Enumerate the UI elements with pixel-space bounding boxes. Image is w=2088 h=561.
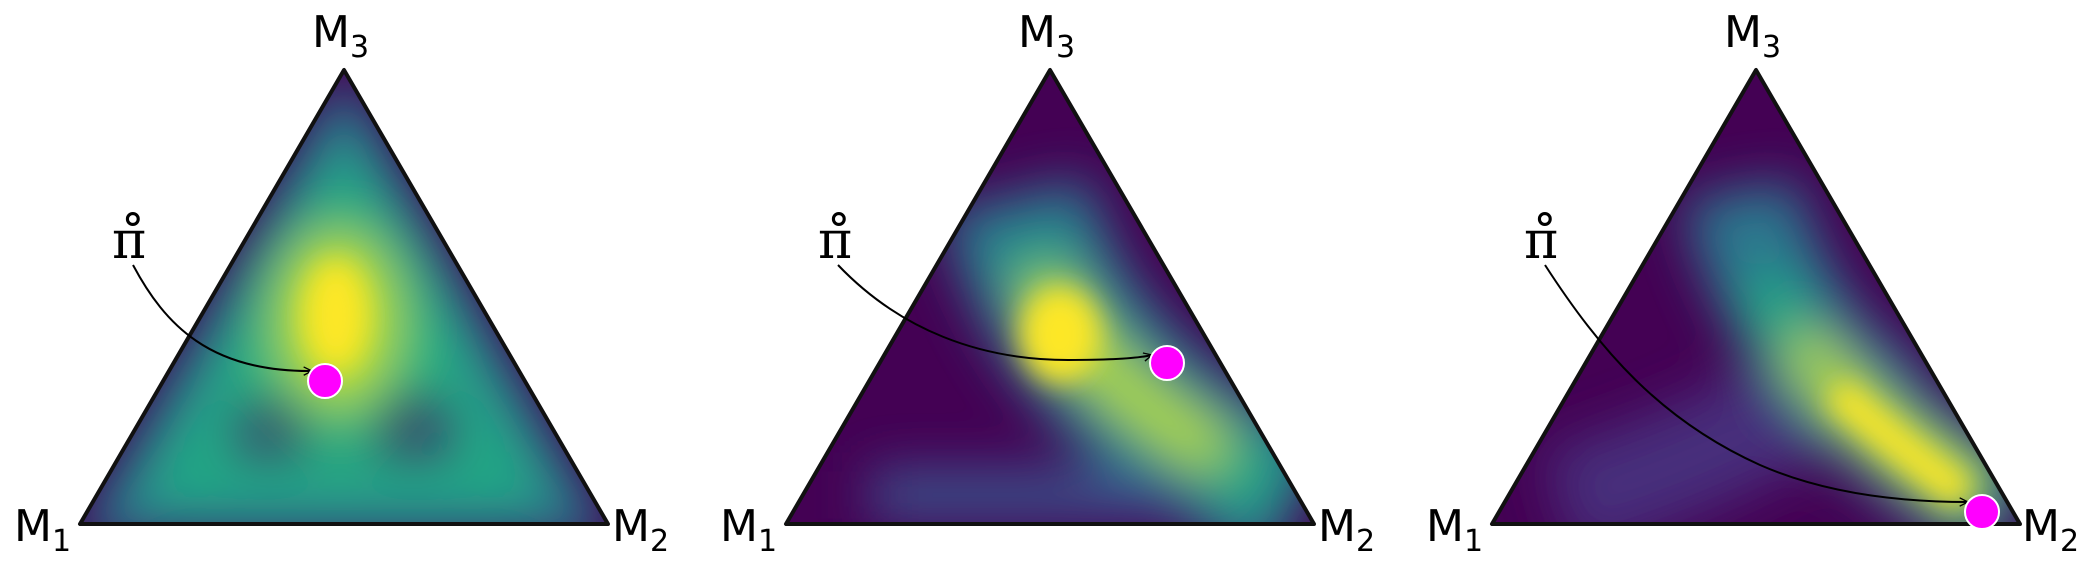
estimate-marker [1149,345,1185,381]
vertex-label-m1: M1 [14,501,71,559]
estimate-marker [1964,494,2000,530]
pointer-arrow [837,264,1152,360]
density-heatmap [786,70,1314,524]
simplex-panel-2: M1 M2 M3 π̊ [720,7,1375,559]
vertex-label-m2: M2 [2022,501,2079,559]
density-heatmap [1492,70,2020,524]
simplex-edge [78,68,610,526]
vertex-label-m1: M1 [720,501,777,559]
simplex-panel-1: M1 M2 M3 π̊ [14,7,669,559]
vertex-label-m3: M3 [312,7,369,65]
density-heatmap [80,70,608,524]
simplex-panel-3: M1 M2 M3 π̊ [1426,7,2079,559]
vertex-label-m3: M3 [1724,7,1781,65]
pi-label: π̊ [818,211,852,271]
vertex-label-m3: M3 [1018,7,1075,65]
estimate-marker [307,363,343,399]
vertex-label-m2: M2 [1318,501,1375,559]
vertex-label-m1: M1 [1426,501,1483,559]
simplex-edge [784,68,1316,526]
vertex-label-m2: M2 [612,501,669,559]
pi-label: π̊ [1524,211,1558,271]
simplex-edge [1490,68,2022,526]
pointer-arrow [132,264,312,371]
pi-label: π̊ [112,211,146,271]
pointer-arrow [1544,264,1968,502]
